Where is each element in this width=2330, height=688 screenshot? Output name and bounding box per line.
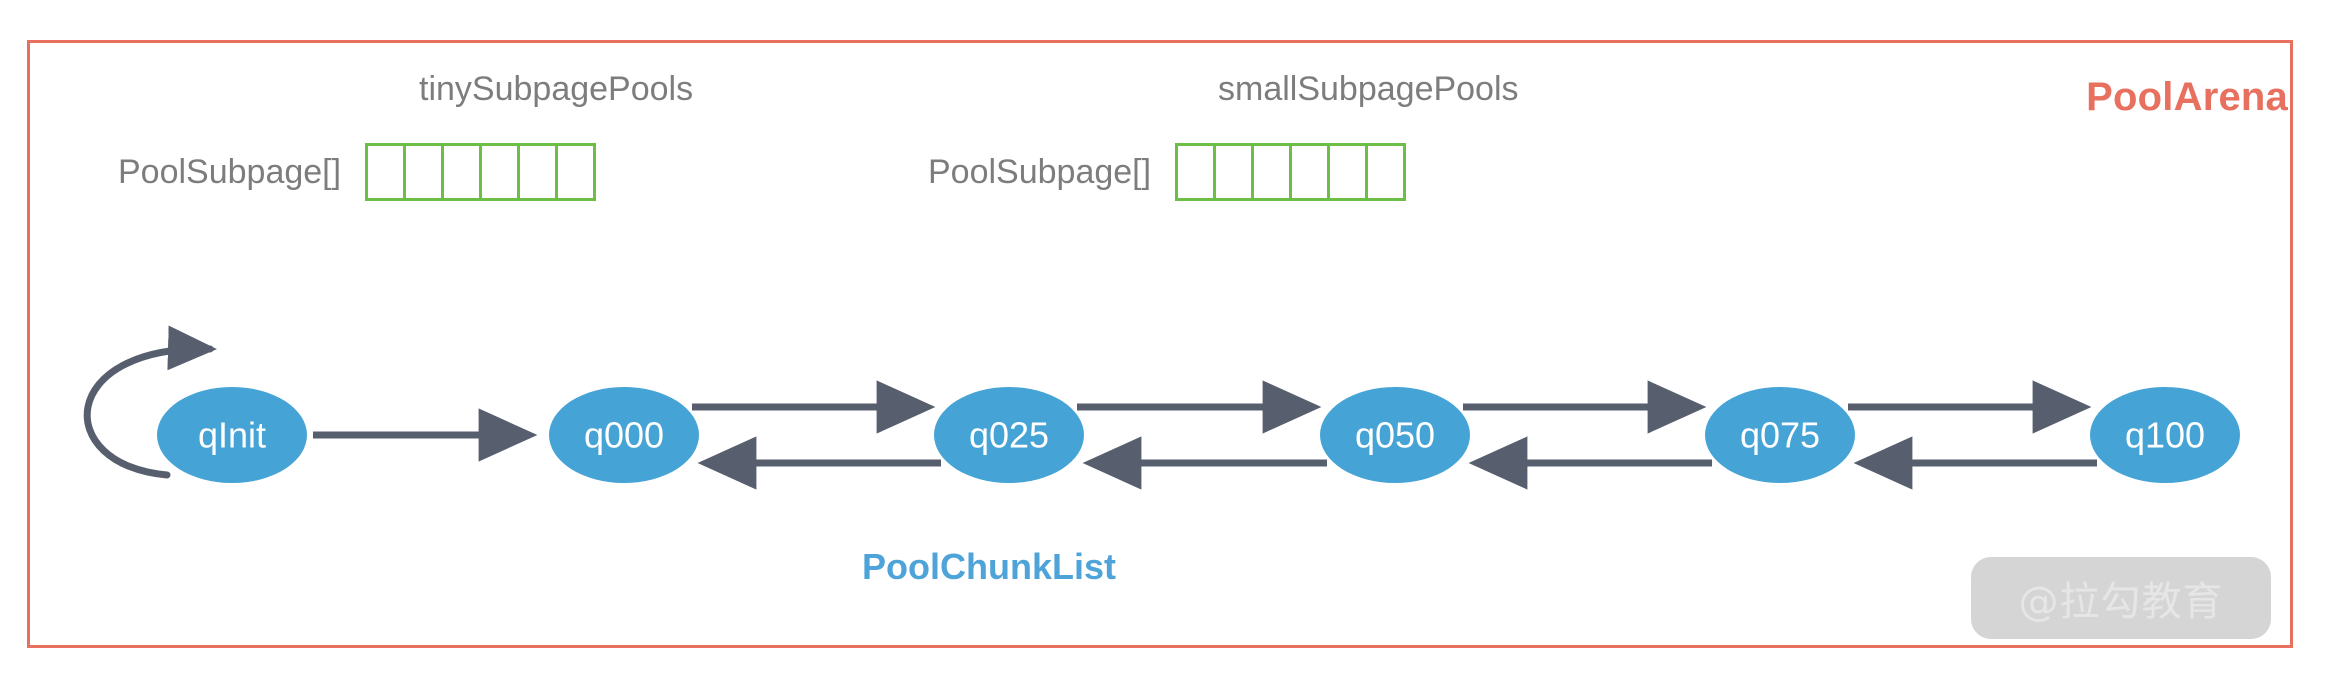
watermark-badge: @拉勾教育 [1971, 557, 2271, 639]
subpage-cell[interactable] [1251, 143, 1293, 201]
small-subpage-cell-grid [1175, 143, 1407, 201]
subpage-cell[interactable] [479, 143, 521, 201]
tiny-subpage-pools-row: PoolSubpage[] [118, 143, 597, 201]
small-subpage-pools-row: PoolSubpage[] [928, 143, 1407, 201]
subpage-cell[interactable] [1289, 143, 1331, 201]
pool-chunk-list-title: PoolChunkList [862, 546, 1116, 587]
tiny-subpage-cell-grid [365, 143, 597, 201]
small-array-type-label: PoolSubpage[] [928, 152, 1152, 191]
subpage-cell[interactable] [1327, 143, 1369, 201]
watermark-text: @拉勾教育 [2018, 579, 2224, 625]
tiny-array-type-label: PoolSubpage[] [118, 152, 342, 191]
pool-arena-frame [27, 40, 2293, 648]
pool-arena-title: PoolArena [2086, 75, 2288, 119]
tiny-subpage-pools-heading: tinySubpagePools [419, 70, 694, 108]
subpage-cell[interactable] [1365, 143, 1407, 201]
subpage-cell[interactable] [555, 143, 597, 201]
subpage-cell[interactable] [1213, 143, 1255, 201]
subpage-cell[interactable] [1175, 143, 1217, 201]
subpage-cell[interactable] [441, 143, 483, 201]
subpage-cell[interactable] [365, 143, 407, 201]
small-subpage-pools-heading: smallSubpagePools [1218, 70, 1519, 108]
subpage-cell[interactable] [517, 143, 559, 201]
subpage-cell[interactable] [403, 143, 445, 201]
